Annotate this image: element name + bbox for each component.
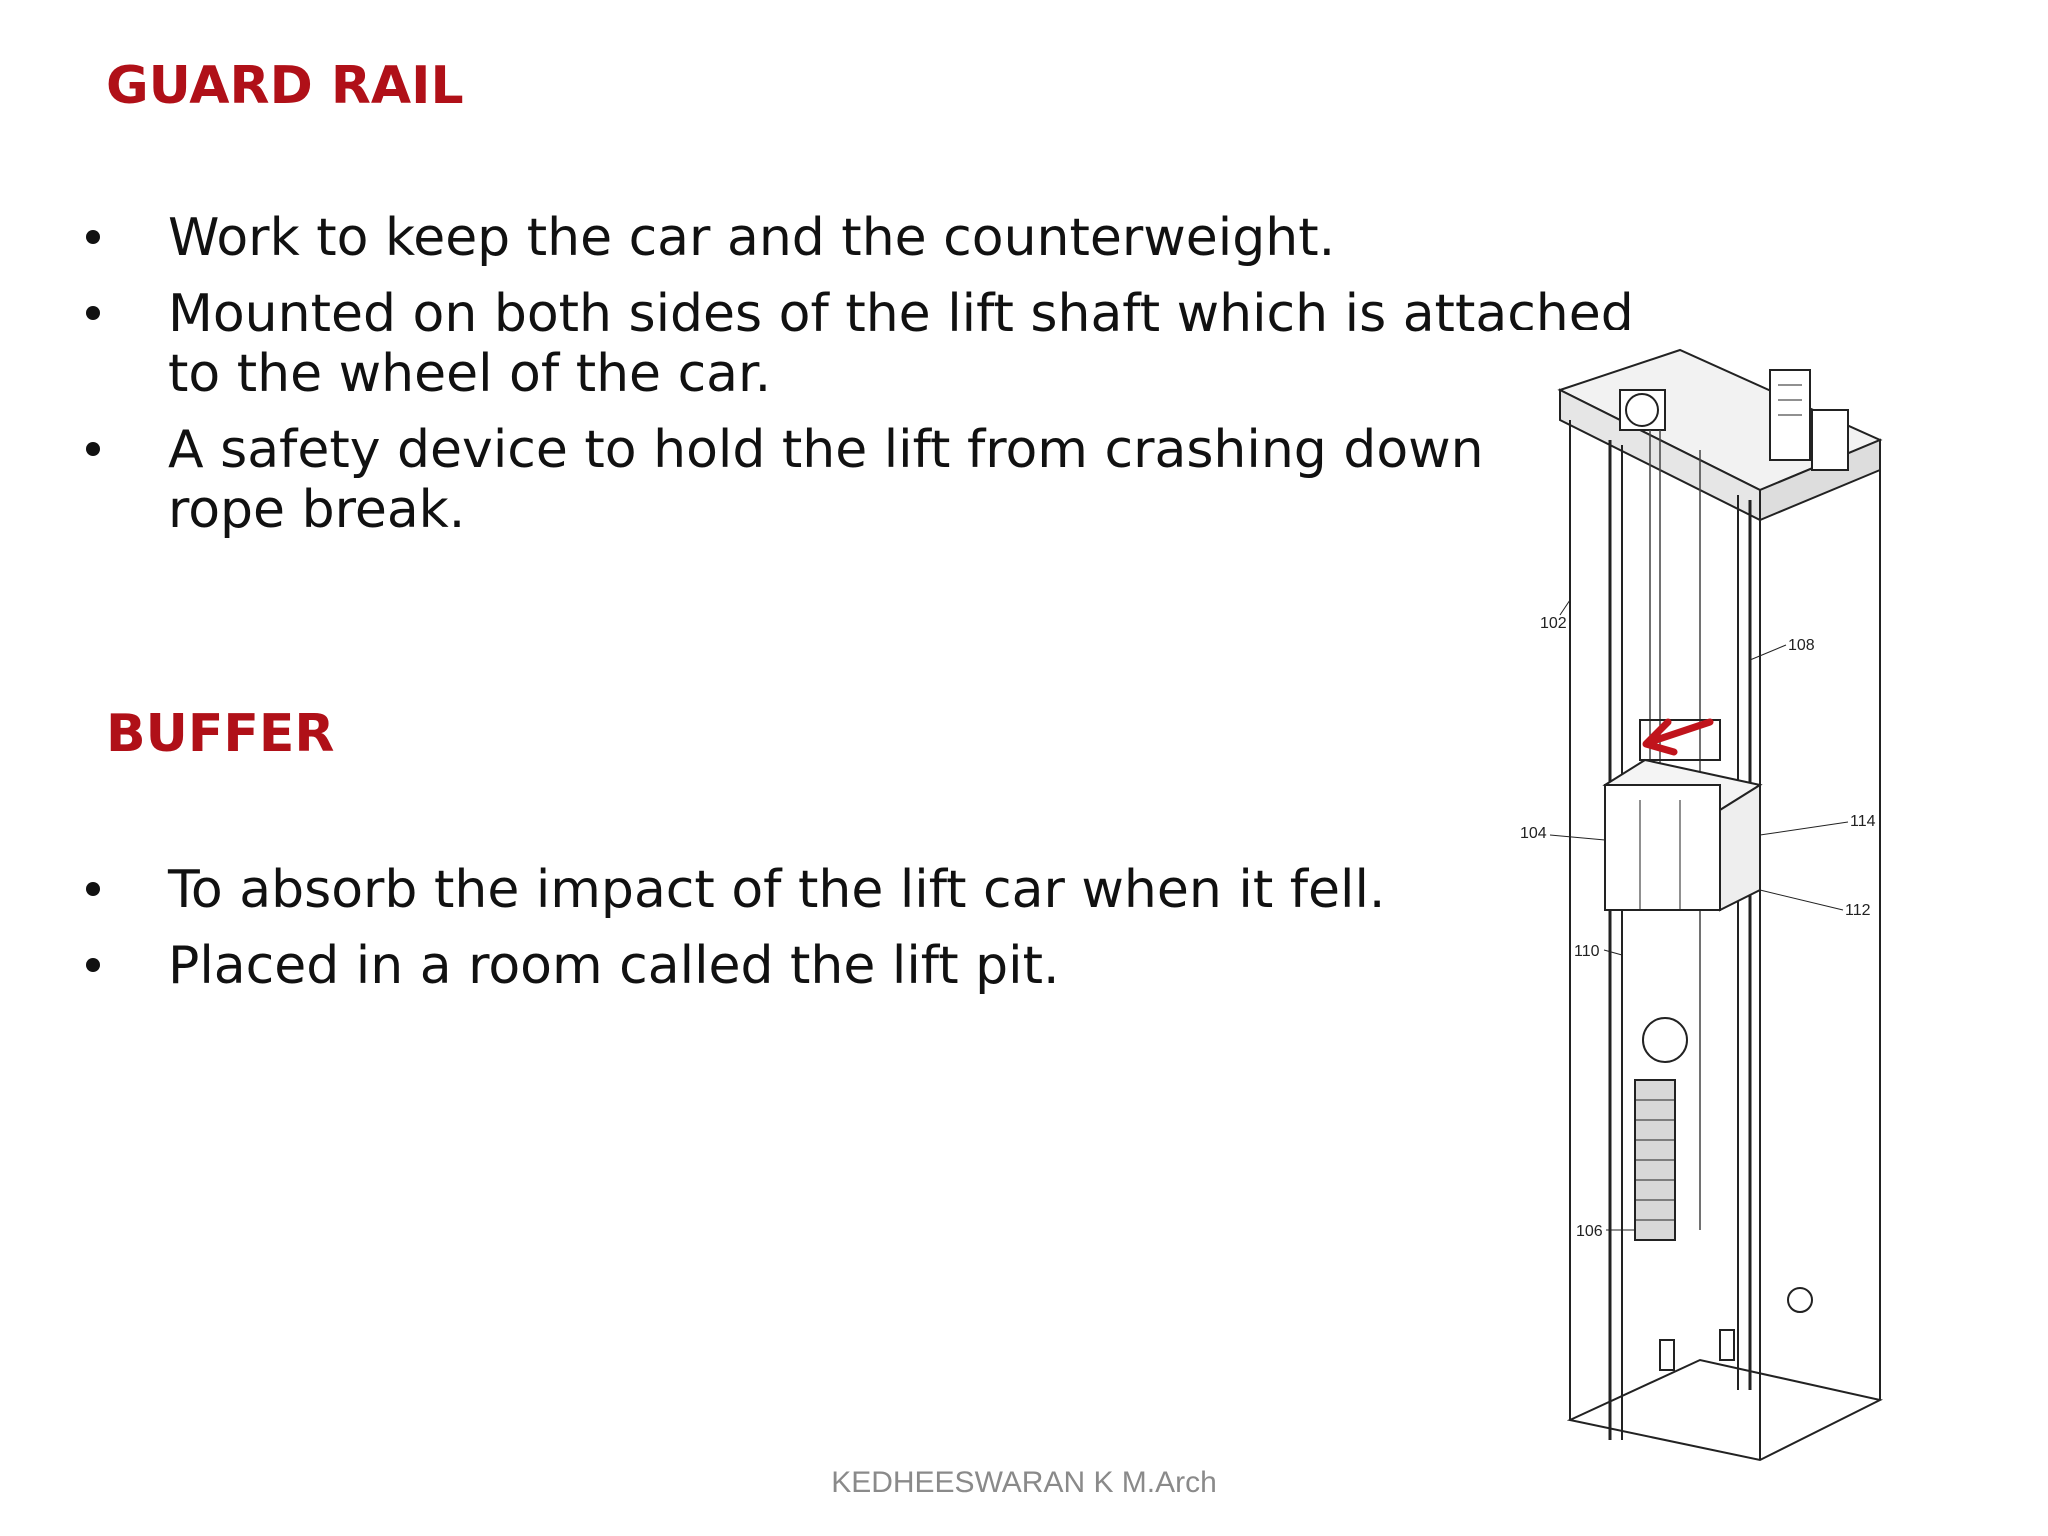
bullet-dot-icon xyxy=(86,958,100,972)
guard-rail-heading: GUARD RAIL xyxy=(106,56,464,116)
bullet-dot-icon xyxy=(86,306,100,320)
list-item: Mounted on both sides of the lift shaft … xyxy=(86,284,1646,404)
bullet-dot-icon xyxy=(86,230,100,244)
bullet-text: Placed in a room called the lift pit. xyxy=(168,936,1060,996)
bullet-dot-icon xyxy=(86,442,100,456)
list-item: Work to keep the car and the counterweig… xyxy=(86,208,1646,268)
figure-label-102: 102 xyxy=(1540,615,1567,632)
guard-rail-bullet-list: Work to keep the car and the counterweig… xyxy=(86,208,1646,556)
bullet-dot-icon xyxy=(86,882,100,896)
buffer-bullet-list: To absorb the impact of the lift car whe… xyxy=(86,860,1486,1012)
figure-label-104: 104 xyxy=(1520,825,1547,842)
figure-label-114: 114 xyxy=(1850,813,1876,830)
bullet-text: Work to keep the car and the counterweig… xyxy=(168,208,1336,268)
bullet-text: A safety device to hold the lift from cr… xyxy=(168,420,1548,540)
figure-label-106: 106 xyxy=(1576,1223,1603,1240)
buffer-heading: BUFFER xyxy=(106,704,335,764)
bullet-text: To absorb the impact of the lift car whe… xyxy=(168,860,1386,920)
elevator-shaft-diagram-icon: 102 108 104 114 112 110 106 xyxy=(1500,330,1920,1470)
footer-author: KEDHEESWARAN K M.Arch xyxy=(831,1466,1217,1499)
figure-label-108: 108 xyxy=(1788,637,1815,654)
bullet-text: Mounted on both sides of the lift shaft … xyxy=(168,284,1634,404)
list-item: A safety device to hold the lift from cr… xyxy=(86,420,1646,540)
list-item: Placed in a room called the lift pit. xyxy=(86,936,1486,996)
figure-label-110: 110 xyxy=(1574,943,1600,960)
list-item: To absorb the impact of the lift car whe… xyxy=(86,860,1486,920)
figure-label-112: 112 xyxy=(1845,902,1871,919)
